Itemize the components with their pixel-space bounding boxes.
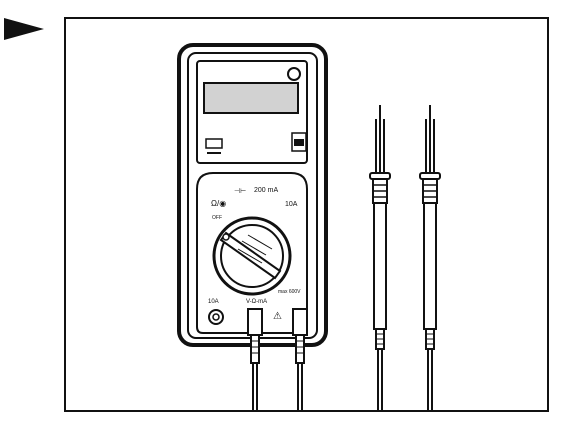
arrow-icon bbox=[4, 18, 44, 40]
dial-label-top-left: ⊣⊢ bbox=[234, 188, 246, 195]
test-probe-left bbox=[369, 105, 391, 410]
dial-label-top-right: 10A bbox=[285, 201, 298, 208]
knob-icon bbox=[287, 67, 301, 81]
plugged-lead-right bbox=[292, 308, 308, 410]
dial-label-left: Ω/◉ bbox=[211, 199, 226, 208]
left-button-label bbox=[207, 152, 221, 154]
dial-pointer-dot bbox=[222, 233, 230, 241]
plugged-lead-left bbox=[247, 308, 263, 410]
warning-icon: ⚠ bbox=[273, 311, 282, 322]
lcd-display bbox=[203, 82, 299, 114]
jack-label-right: max 600V bbox=[278, 289, 301, 295]
left-button bbox=[205, 138, 223, 149]
jack-label-com: V-Ω-mA bbox=[246, 299, 267, 305]
dial-hatch bbox=[237, 234, 273, 264]
multimeter: Ω/◉ ⊣⊢ 200 mA 10A OFF 10A V-Ω-mA max 600… bbox=[177, 43, 328, 347]
dial-label-off: OFF bbox=[212, 215, 222, 221]
multimeter-illustration: Ω/◉ ⊣⊢ 200 mA 10A OFF 10A V-Ω-mA max 600… bbox=[177, 43, 441, 410]
jack-10a-center bbox=[212, 313, 220, 321]
jack-label-10a: 10A bbox=[208, 299, 219, 305]
test-probe-right bbox=[419, 105, 441, 410]
dial-label-top: 200 mA bbox=[254, 187, 278, 194]
illustration-frame: Ω/◉ ⊣⊢ 200 mA 10A OFF 10A V-Ω-mA max 600… bbox=[64, 17, 549, 412]
right-switch-knob bbox=[294, 139, 304, 146]
